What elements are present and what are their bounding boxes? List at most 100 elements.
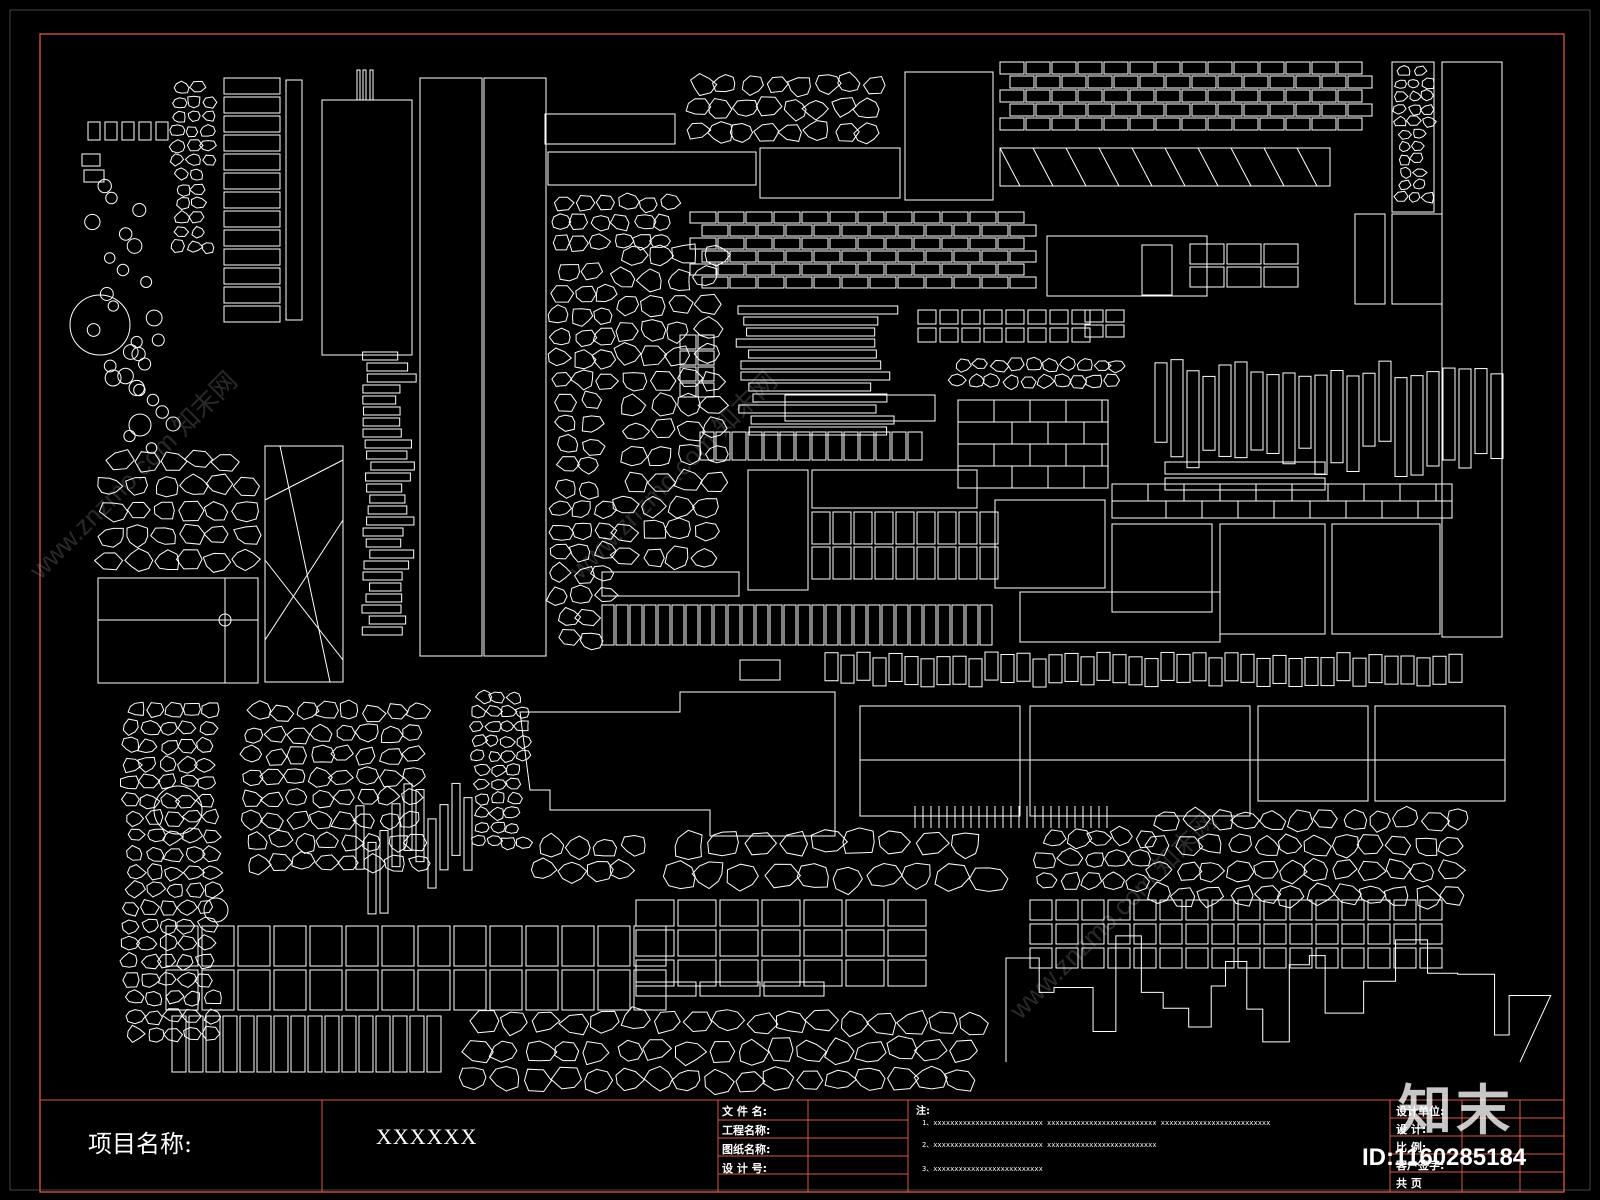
paving-block <box>797 604 811 646</box>
paving-block <box>1237 923 1261 945</box>
stone-shape <box>755 96 783 117</box>
paving-block <box>1259 117 1285 131</box>
stone-shape <box>699 471 729 493</box>
paving-block <box>307 1015 323 1073</box>
stone-shape <box>194 973 213 988</box>
stone-shape <box>484 721 502 733</box>
stone-shape <box>202 845 222 863</box>
paving-block <box>1192 652 1207 682</box>
paving-block <box>1133 923 1157 945</box>
stone-shape <box>199 720 219 736</box>
paving-block <box>697 382 715 398</box>
paving-block <box>635 981 697 997</box>
paving-block <box>155 121 169 141</box>
stone-shape <box>203 1008 222 1025</box>
paving-block <box>1218 364 1232 457</box>
paving-block <box>897 276 925 289</box>
paving-block <box>841 224 869 237</box>
paving-block <box>737 305 899 315</box>
paving-block <box>1103 89 1129 103</box>
paving-block <box>1071 309 1091 325</box>
paving-block <box>968 658 983 688</box>
paving-block <box>984 651 999 681</box>
paving-block <box>904 71 994 201</box>
stone-shape <box>357 788 380 805</box>
paving-block <box>1191 75 1217 89</box>
diag-joint <box>1032 147 1054 187</box>
paving-block <box>417 925 451 967</box>
stone-shape <box>134 451 161 473</box>
stone-shape <box>1392 104 1407 115</box>
paving-block <box>1077 117 1103 131</box>
stone-shape <box>582 1041 610 1066</box>
stone-shape <box>184 153 201 166</box>
paving-block <box>832 511 852 545</box>
stone-shape <box>1076 358 1093 371</box>
stone-shape <box>193 757 216 773</box>
paving-block <box>223 286 281 304</box>
round-stepping-stone <box>105 191 118 205</box>
diag-joint <box>1131 147 1153 187</box>
stone-shape <box>854 1041 887 1063</box>
stone-shape <box>163 1028 184 1043</box>
stone-shape <box>314 854 340 871</box>
stone-shape <box>1144 835 1170 857</box>
paving-block <box>403 783 413 851</box>
paving-block <box>1289 947 1313 969</box>
stone-shape <box>666 321 689 345</box>
paving-block <box>757 250 785 263</box>
stone-shape <box>126 524 149 549</box>
paving-block <box>1368 654 1383 684</box>
stone-shape <box>1407 79 1420 89</box>
round-stepping-stone <box>133 383 146 397</box>
stone-shape <box>686 122 712 140</box>
paving-block <box>1219 523 1326 635</box>
paving-block <box>223 153 281 171</box>
paving-block <box>362 527 404 537</box>
paving-block <box>1185 923 1209 945</box>
stone-shape <box>144 1010 163 1026</box>
paving-block <box>1016 652 1031 682</box>
paving-block <box>489 925 523 967</box>
stone-shape <box>943 1069 976 1092</box>
paving-block <box>1458 368 1472 469</box>
stone-shape <box>157 971 177 986</box>
stone-shape <box>1399 140 1411 153</box>
stone-shape <box>643 548 665 568</box>
round-stepping-stone <box>145 309 163 327</box>
paving-block <box>1009 103 1035 117</box>
stone-shape <box>815 74 842 96</box>
stone-shape <box>502 806 521 819</box>
round-stepping-stone <box>118 227 133 241</box>
paving-block <box>324 1015 340 1073</box>
stone-shape <box>1086 830 1113 846</box>
stone-shape <box>121 902 140 917</box>
stone-shape <box>553 196 575 212</box>
stone-shape <box>701 371 727 392</box>
paving-block <box>840 654 855 684</box>
stone-shape <box>1303 857 1329 882</box>
stone-shape <box>646 473 677 492</box>
paving-block <box>1129 89 1155 103</box>
stone-shape <box>186 882 205 898</box>
paving-block <box>829 263 857 276</box>
stone-shape <box>779 830 809 857</box>
paving-block <box>643 604 657 646</box>
paving-block <box>1051 117 1077 131</box>
stone-shape <box>678 444 702 466</box>
stone-shape <box>160 792 181 809</box>
stone-shape <box>120 792 140 807</box>
paving-block <box>1133 899 1157 921</box>
stone-shape <box>677 392 701 417</box>
stone-shape <box>126 844 143 861</box>
diag-joint <box>1065 147 1087 187</box>
paving-block <box>1347 103 1373 117</box>
stone-shape <box>1226 860 1255 883</box>
paving-block <box>1341 947 1365 969</box>
paving-block <box>745 237 773 250</box>
stone-shape <box>259 768 285 786</box>
paving-block <box>264 445 344 683</box>
stone-shape <box>141 973 161 988</box>
stone-shape <box>499 736 517 749</box>
paving-block <box>237 969 271 1011</box>
